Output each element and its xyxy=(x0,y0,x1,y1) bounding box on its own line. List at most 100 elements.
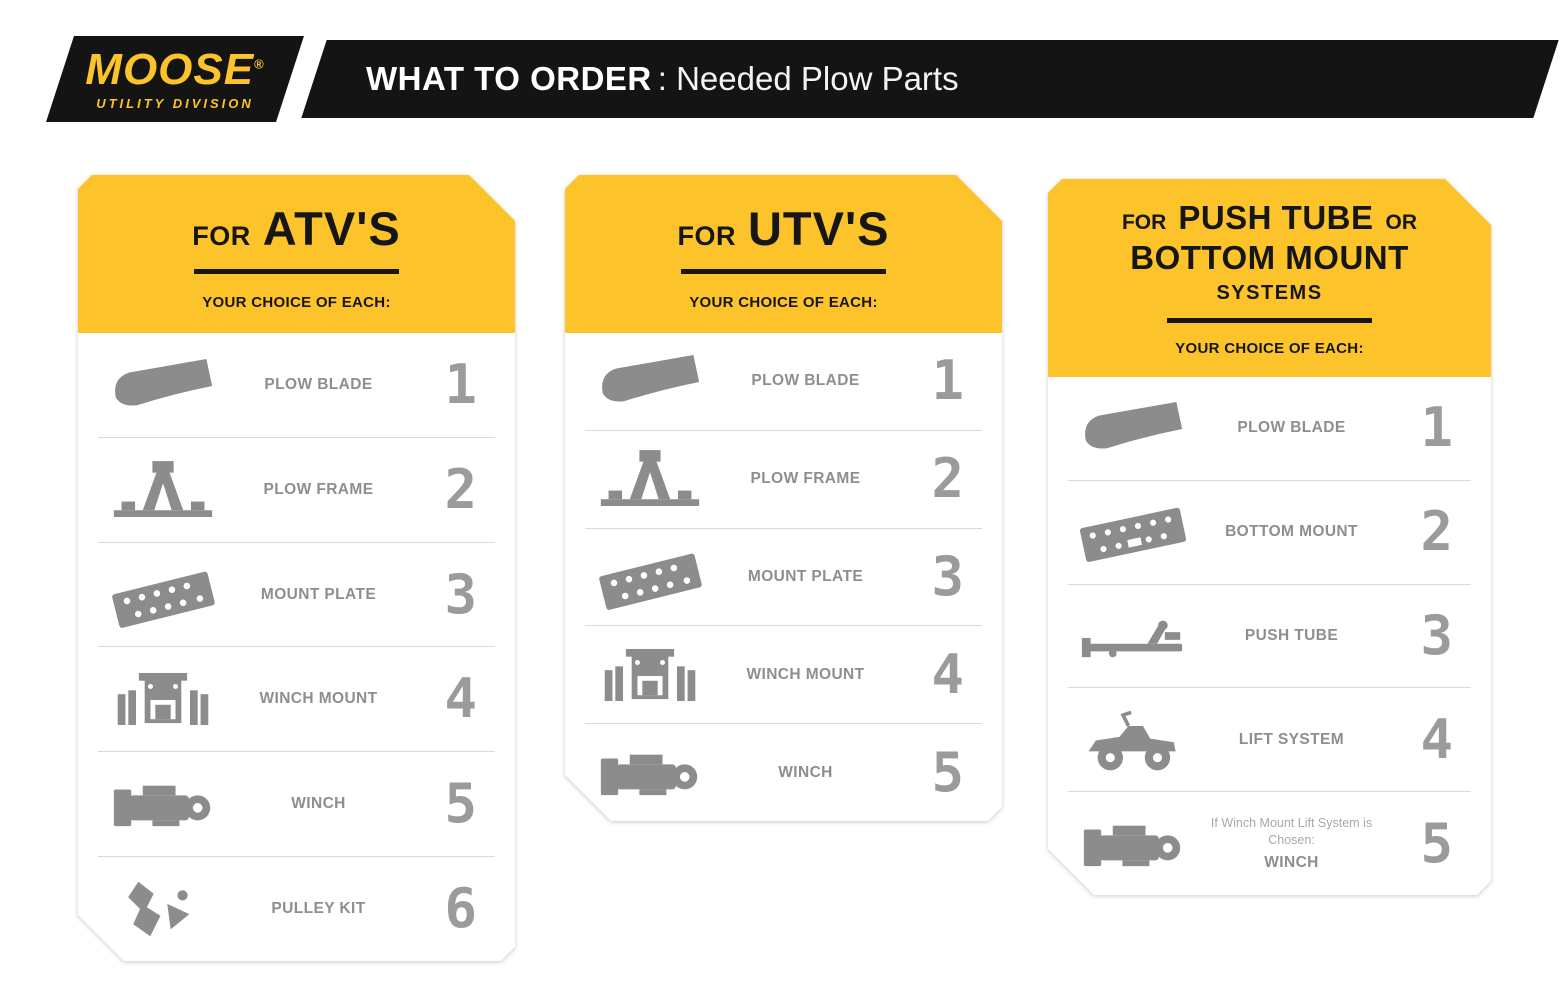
part-count: 3 xyxy=(1420,603,1453,667)
part-count: 1 xyxy=(1420,396,1453,460)
part-label: PUSH TUBE xyxy=(1244,626,1339,644)
part-label: MOUNT PLATE xyxy=(260,585,377,603)
part-row-plow-blade: PLOW BLADE 1 xyxy=(1068,377,1471,480)
part-row-lift-system: LIFT SYSTEM 4 xyxy=(1068,687,1471,791)
part-label: PULLEY KIT xyxy=(271,900,366,918)
card-utv: FOR UTV'S YOUR CHOICE OF EACH: PLOW BLAD… xyxy=(565,175,1002,821)
part-count: 6 xyxy=(444,877,477,941)
card-push-tube-header: FOR PUSH TUBE OR BOTTOM MOUNT SYSTEMS YO… xyxy=(1048,179,1491,377)
part-label: LIFT SYSTEM xyxy=(1238,730,1345,748)
card-subtitle: YOUR CHOICE OF EACH: xyxy=(689,294,878,311)
part-row-push-tube: PUSH TUBE 3 xyxy=(1068,584,1471,688)
part-label: PLOW BLADE xyxy=(264,375,373,393)
plow-frame-icon xyxy=(110,456,216,524)
card-push-tube-body: PLOW BLADE 1 BOTTOM MOUNT 2 PUSH TUBE 3 … xyxy=(1048,377,1491,895)
banner-title-rest: : Needed Plow Parts xyxy=(657,60,959,97)
card-push-tube-title-line2: BOTTOM MOUNT xyxy=(1130,239,1409,276)
part-label: WINCH MOUNT xyxy=(259,690,378,708)
registered-mark: ® xyxy=(254,55,265,71)
pulley-kit-icon xyxy=(110,875,216,943)
part-row-pulley-kit: PULLEY KIT 6 xyxy=(98,856,495,961)
part-count: 3 xyxy=(444,562,477,626)
lift-system-icon xyxy=(1080,706,1186,774)
part-label: PLOW BLADE xyxy=(751,372,860,390)
card-utv-body: PLOW BLADE 1 PLOW FRAME 2 MOUNT PLATE 3 … xyxy=(565,333,1002,821)
part-row-winch: WINCH 5 xyxy=(98,751,495,856)
part-count: 5 xyxy=(444,772,477,836)
part-label: BOTTOM MOUNT xyxy=(1225,523,1358,541)
winch-mount-icon xyxy=(110,665,216,733)
part-row-mount-plate: MOUNT PLATE 3 xyxy=(98,542,495,647)
part-count: 4 xyxy=(444,667,477,731)
header-banner: WHAT TO ORDER : Needed Plow Parts xyxy=(301,40,1559,118)
title-prefix: FOR xyxy=(192,221,251,251)
mount-plate-icon xyxy=(110,561,216,629)
title-underline xyxy=(194,269,399,274)
winch-icon xyxy=(110,770,216,838)
logo-division: UTILITY DIVISION xyxy=(96,95,254,111)
part-row-bottom-mount: BOTTOM MOUNT 2 xyxy=(1068,480,1471,584)
title-main: ATV'S xyxy=(262,202,401,255)
card-push-tube-title-line3: SYSTEMS xyxy=(1216,282,1323,304)
part-count: 4 xyxy=(1420,707,1453,771)
plow-frame-icon xyxy=(597,445,703,513)
card-atv-body: PLOW BLADE 1 PLOW FRAME 2 MOUNT PLATE 3 … xyxy=(78,333,515,961)
plow-blade-icon xyxy=(110,351,216,419)
card-atv: FOR ATV'S YOUR CHOICE OF EACH: PLOW BLAD… xyxy=(78,175,515,961)
card-utv-header: FOR UTV'S YOUR CHOICE OF EACH: xyxy=(565,175,1002,333)
push-tube-icon xyxy=(1080,602,1186,670)
title-underline xyxy=(1167,318,1372,323)
banner-title-bold: WHAT TO ORDER xyxy=(366,60,652,97)
card-utv-title: FOR UTV'S xyxy=(677,201,889,256)
part-label: WINCH xyxy=(778,763,833,781)
part-label: PLOW BLADE xyxy=(1237,419,1346,437)
part-row-winch-mount: WINCH MOUNT 4 xyxy=(98,646,495,751)
card-push-tube-title-line1: FOR PUSH TUBE OR xyxy=(1122,199,1417,237)
logo-brand: MOOSE® xyxy=(85,44,265,94)
part-row-winch: WINCH 5 xyxy=(585,723,982,821)
winch-mount-icon xyxy=(597,641,703,709)
part-row-mount-plate: MOUNT PLATE 3 xyxy=(585,528,982,626)
part-label: WINCH xyxy=(291,795,346,813)
part-label: WINCH xyxy=(1264,853,1319,871)
part-row-plow-blade: PLOW BLADE 1 xyxy=(98,333,495,437)
plow-blade-icon xyxy=(597,347,703,415)
title-prefix: FOR xyxy=(1121,211,1167,234)
card-push-tube-bottom-mount: FOR PUSH TUBE OR BOTTOM MOUNT SYSTEMS YO… xyxy=(1048,179,1491,895)
part-label: WINCH MOUNT xyxy=(746,665,865,683)
bottom-mount-icon xyxy=(1080,498,1186,566)
part-count: 2 xyxy=(1420,500,1453,564)
title-prefix: FOR xyxy=(677,221,736,251)
title-main: UTV'S xyxy=(747,202,890,255)
moose-logo: MOOSE® UTILITY DIVISION xyxy=(46,36,304,122)
part-row-winch: If Winch Mount Lift System is Chosen: WI… xyxy=(1068,791,1471,895)
title-main: PUSH TUBE xyxy=(1178,199,1374,236)
part-count: 1 xyxy=(444,352,477,416)
part-row-winch-mount: WINCH MOUNT 4 xyxy=(585,625,982,723)
part-count: 5 xyxy=(931,740,964,804)
part-row-plow-frame: PLOW FRAME 2 xyxy=(585,430,982,528)
part-label: PLOW FRAME xyxy=(750,470,861,488)
part-count: 1 xyxy=(931,349,964,413)
title-suffix: OR xyxy=(1385,211,1417,234)
banner-title: WHAT TO ORDER : Needed Plow Parts xyxy=(314,40,1546,118)
part-count: 2 xyxy=(444,457,477,521)
part-note: If Winch Mount Lift System is Chosen: xyxy=(1210,816,1373,848)
card-subtitle: YOUR CHOICE OF EACH: xyxy=(1175,340,1364,357)
card-atv-title: FOR ATV'S xyxy=(192,201,401,256)
mount-plate-icon xyxy=(597,543,703,611)
card-atv-header: FOR ATV'S YOUR CHOICE OF EACH: xyxy=(78,175,515,333)
part-row-plow-blade: PLOW BLADE 1 xyxy=(585,333,982,430)
winch-icon xyxy=(1080,810,1186,878)
part-row-plow-frame: PLOW FRAME 2 xyxy=(98,437,495,542)
part-count: 3 xyxy=(931,544,964,608)
plow-blade-icon xyxy=(1080,394,1186,462)
card-subtitle: YOUR CHOICE OF EACH: xyxy=(202,294,391,311)
part-label: PLOW FRAME xyxy=(263,480,374,498)
part-count: 5 xyxy=(1420,811,1453,875)
winch-icon xyxy=(597,739,703,807)
part-count: 2 xyxy=(931,447,964,511)
title-underline xyxy=(681,269,886,274)
part-count: 4 xyxy=(931,642,964,706)
